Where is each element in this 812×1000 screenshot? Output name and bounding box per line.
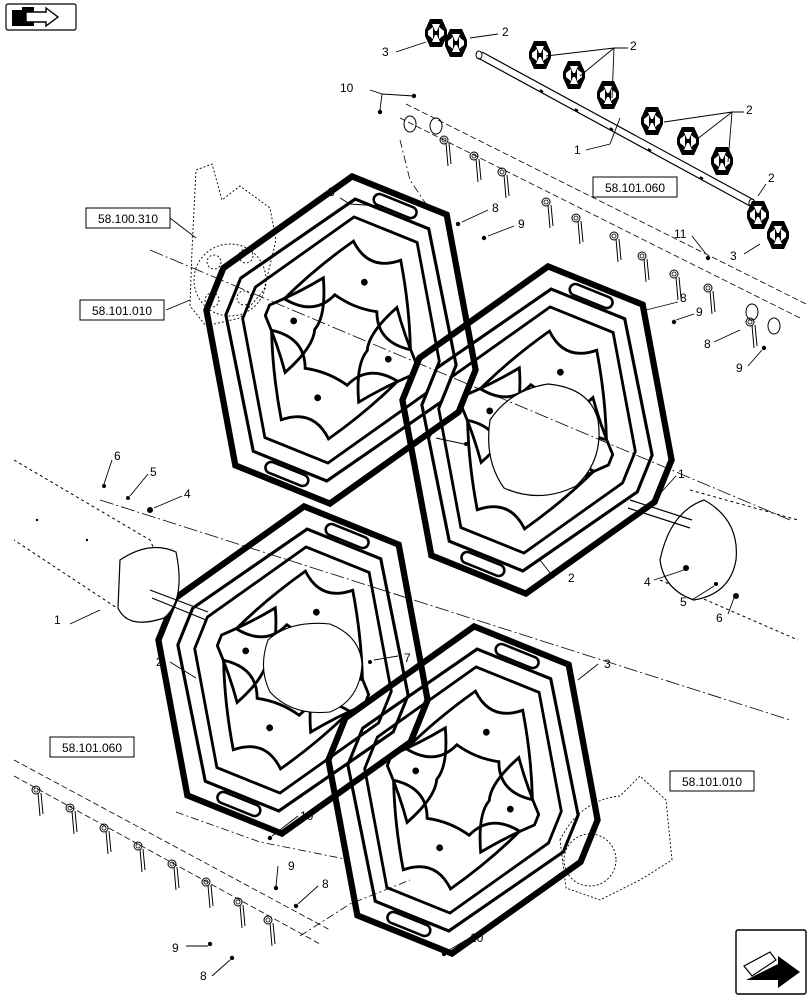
hub-plate: [488, 383, 600, 497]
upper-tine-bar: [399, 103, 807, 335]
callout-2: 2: [156, 655, 163, 669]
tine: [541, 197, 554, 229]
tine: [703, 283, 716, 315]
callout-3: 3: [328, 185, 335, 199]
rotor-disk-3-upper: [157, 145, 526, 536]
top-rotor-shaft: [475, 50, 756, 208]
callout-6: 6: [716, 611, 723, 625]
tine: [167, 859, 180, 891]
upper-left-gearbox: [189, 163, 277, 327]
callout-5: 5: [150, 465, 157, 479]
callout-8: 8: [704, 337, 711, 351]
callout-11: 11: [674, 227, 687, 241]
callout-9: 9: [172, 941, 179, 955]
callout-8: 8: [322, 877, 329, 891]
small-wheel-2-top: [445, 29, 467, 57]
small-wheel-2c: [597, 81, 619, 109]
callout-9: 9: [518, 217, 525, 231]
hub-plate: [262, 622, 363, 714]
callout-1: 1: [678, 467, 685, 481]
callout-2: 2: [746, 103, 753, 117]
tine: [571, 213, 584, 245]
previous-page-icon[interactable]: [5, 3, 77, 31]
left-drum: [13, 459, 209, 623]
callout-3: 3: [382, 45, 389, 59]
tine: [469, 151, 482, 183]
callout-1: 1: [574, 143, 581, 157]
svg-text:58.101.010: 58.101.010: [682, 775, 742, 789]
callout-9: 9: [736, 361, 743, 375]
tine: [133, 841, 146, 873]
callout-9: 9: [288, 859, 295, 873]
callout-2: 2: [568, 571, 575, 585]
callout-8: 8: [492, 201, 499, 215]
callout-2: 2: [630, 39, 637, 53]
callout-8: 8: [200, 969, 207, 983]
tine: [497, 167, 510, 199]
lower-tine-bar: [13, 759, 331, 945]
lower-right-gearbox: [559, 775, 673, 901]
small-wheel-2e: [677, 127, 699, 155]
callout-9: 9: [696, 305, 703, 319]
callout-4: 4: [184, 487, 191, 501]
callout-3: 3: [604, 657, 611, 671]
ref-box-left-mid[interactable]: 58.101.010: [79, 299, 165, 321]
tine: [637, 251, 650, 283]
right-drum: [627, 489, 799, 641]
ref-box-bottom-left[interactable]: 58.101.060: [49, 736, 135, 758]
callout-8: 8: [680, 291, 687, 305]
callout-10: 10: [300, 809, 314, 823]
callout-2: 2: [502, 25, 509, 39]
callout-10: 10: [470, 931, 484, 945]
callout-5: 5: [680, 595, 687, 609]
callout-7: 7: [426, 431, 433, 445]
tine: [263, 915, 276, 947]
small-wheel-2f: [711, 147, 733, 175]
next-page-icon[interactable]: [735, 929, 807, 995]
small-wheel-3-top: [425, 19, 447, 47]
small-wheel-2d: [641, 107, 663, 135]
ref-box-bottom-right[interactable]: 58.101.010: [669, 770, 755, 792]
svg-text:58.101.060: 58.101.060: [62, 741, 122, 755]
callout-7: 7: [404, 651, 411, 665]
svg-text:58.101.060: 58.101.060: [605, 181, 665, 195]
tine: [65, 803, 78, 835]
tine: [31, 785, 44, 817]
tine: [745, 317, 758, 349]
small-wheel-2a: [529, 41, 551, 69]
callout-3: 3: [730, 249, 737, 263]
callout-2: 2: [768, 171, 775, 185]
callout-1: 1: [54, 613, 61, 627]
small-wheel-3-bottom: [767, 221, 789, 249]
tine: [233, 897, 246, 929]
small-wheel-2-bottom: [747, 201, 769, 229]
svg-text:58.100.310: 58.100.310: [98, 212, 158, 226]
ref-box-upper-left[interactable]: 58.100.310: [85, 207, 171, 229]
tine: [609, 231, 622, 263]
ref-box-top-right[interactable]: 58.101.060: [592, 176, 678, 198]
callout-10: 10: [340, 81, 354, 95]
callout-4: 4: [644, 575, 651, 589]
callout-6: 6: [114, 449, 121, 463]
svg-text:58.101.010: 58.101.010: [92, 304, 152, 318]
